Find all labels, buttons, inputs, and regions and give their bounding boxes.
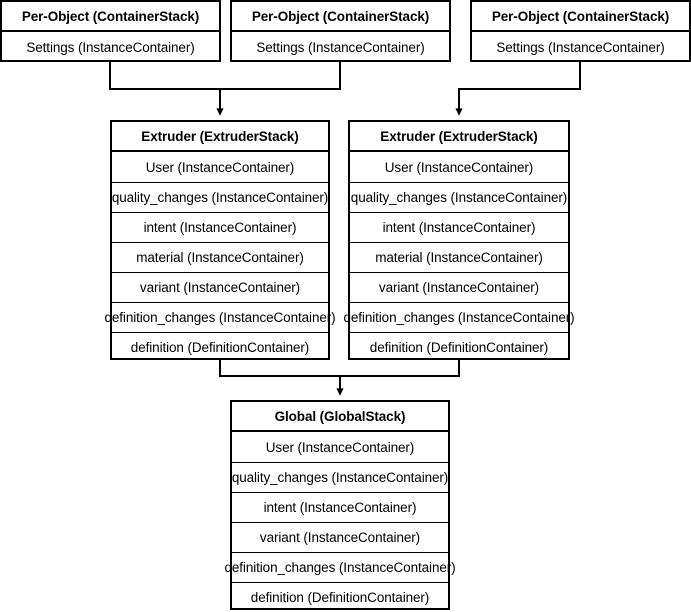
node-row[interactable]: Settings (InstanceContainer) xyxy=(496,39,665,55)
node-row[interactable]: intent (InstanceContainer) xyxy=(350,212,568,242)
node-per-object-1[interactable]: Per-Object (ContainerStack) Settings (In… xyxy=(0,0,221,62)
connector-per-object-2-to-extruder-1 xyxy=(220,62,341,90)
node-header: Per-Object (ContainerStack) xyxy=(232,2,449,32)
node-row[interactable]: User (InstanceContainer) xyxy=(265,439,415,455)
node-header: Per-Object (ContainerStack) xyxy=(2,2,219,32)
node-row[interactable]: definition_changes (InstanceContainer) xyxy=(343,302,575,332)
node-row[interactable]: Settings (InstanceContainer) xyxy=(256,39,425,55)
node-row[interactable]: definition (DefinitionContainer) xyxy=(232,582,448,612)
node-row[interactable]: variant (InstanceContainer) xyxy=(232,522,448,552)
connector-extruder-1-to-global xyxy=(219,360,340,377)
node-row[interactable]: definition_changes (InstanceContainer) xyxy=(104,302,336,332)
node-row[interactable]: material (InstanceContainer) xyxy=(350,242,568,272)
node-row[interactable]: User (InstanceContainer) xyxy=(384,159,534,175)
node-row[interactable]: definition (DefinitionContainer) xyxy=(112,332,328,362)
node-extruder-1[interactable]: Extruder (ExtruderStack) User (InstanceC… xyxy=(104,120,336,362)
node-global[interactable]: Global (GlobalStack) User (InstanceConta… xyxy=(224,400,456,612)
node-row[interactable]: quality_changes (InstanceContainer) xyxy=(112,182,328,212)
connector-per-object-3-to-extruder-2 xyxy=(455,62,581,116)
connector-per-object-1-to-extruder-1 xyxy=(109,62,220,90)
node-row[interactable]: intent (InstanceContainer) xyxy=(232,492,448,522)
connector-extruder-2-to-global xyxy=(340,360,460,377)
node-row[interactable]: intent (InstanceContainer) xyxy=(112,212,328,242)
node-row[interactable]: variant (InstanceContainer) xyxy=(112,272,328,302)
node-header: Extruder (ExtruderStack) xyxy=(112,122,328,152)
node-row[interactable]: variant (InstanceContainer) xyxy=(350,272,568,302)
node-row[interactable]: material (InstanceContainer) xyxy=(112,242,328,272)
node-header: Extruder (ExtruderStack) xyxy=(350,122,568,152)
node-header: Per-Object (ContainerStack) xyxy=(472,2,689,32)
node-row[interactable]: User (InstanceContainer) xyxy=(145,159,295,175)
node-per-object-2[interactable]: Per-Object (ContainerStack) Settings (In… xyxy=(230,0,451,62)
node-row[interactable]: Settings (InstanceContainer) xyxy=(26,39,195,55)
node-row[interactable]: definition (DefinitionContainer) xyxy=(350,332,568,362)
node-row[interactable]: quality_changes (InstanceContainer) xyxy=(232,462,448,492)
node-row[interactable]: quality_changes (InstanceContainer) xyxy=(350,182,568,212)
node-header: Global (GlobalStack) xyxy=(232,402,448,432)
node-per-object-3[interactable]: Per-Object (ContainerStack) Settings (In… xyxy=(470,0,691,62)
node-extruder-2[interactable]: Extruder (ExtruderStack) User (InstanceC… xyxy=(343,120,575,362)
node-row[interactable]: definition_changes (InstanceContainer) xyxy=(224,552,456,582)
